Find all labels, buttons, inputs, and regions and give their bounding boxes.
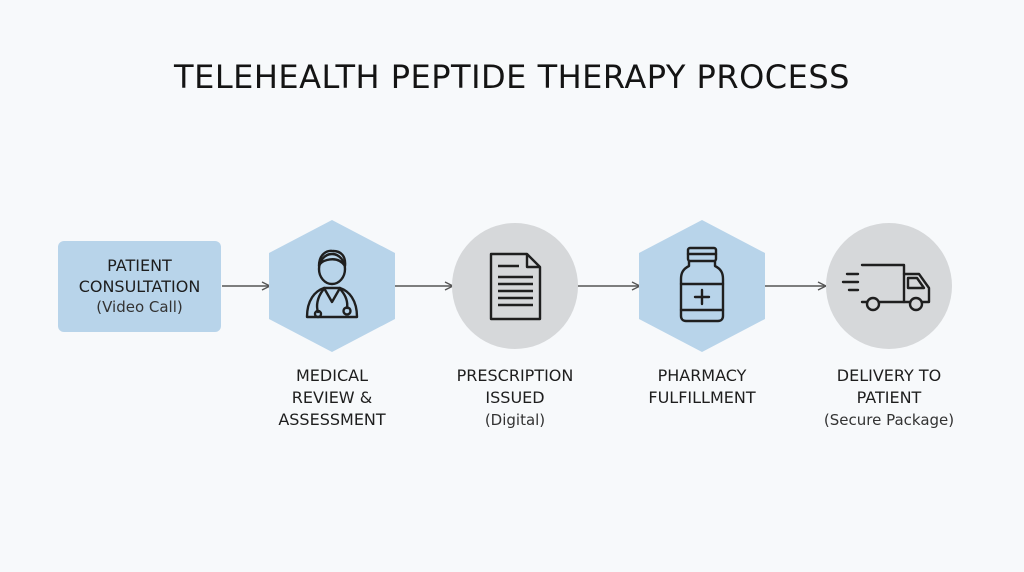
step-5-caption: DELIVERY TO PATIENT (Secure Package) xyxy=(799,365,979,431)
step-3-label-line-2: ISSUED xyxy=(485,388,545,407)
hexagon-shape xyxy=(639,220,765,352)
step-5-label-line-1: DELIVERY TO xyxy=(836,366,942,385)
medicine-bottle-icon xyxy=(679,246,725,323)
circle-shape xyxy=(826,223,952,349)
document-icon xyxy=(489,252,542,321)
hexagon-shape xyxy=(269,220,395,352)
diagram-title: TELEHEALTH PEPTIDE THERAPY PROCESS xyxy=(174,58,850,96)
step-prescription-issued xyxy=(451,222,579,350)
step-1-label-line-1: PATIENT xyxy=(107,256,172,275)
delivery-truck-icon xyxy=(841,263,931,312)
step-delivery-to-patient xyxy=(825,222,953,350)
step-4-label-line-1: PHARMACY xyxy=(657,366,747,385)
step-5-sub-label: (Secure Package) xyxy=(823,411,955,429)
step-4-label-line-2: FULFILLMENT xyxy=(648,388,756,407)
step-medical-review xyxy=(267,220,397,352)
step-pharmacy-fulfillment xyxy=(637,220,767,352)
step-1-label-line-2: CONSULTATION xyxy=(78,277,201,296)
step-2-caption: MEDICAL REVIEW & ASSESSMENT xyxy=(242,365,422,431)
step-patient-consultation: PATIENT CONSULTATION (Video Call) xyxy=(58,241,221,332)
step-5-label-line-2: PATIENT xyxy=(856,388,922,407)
circle-shape xyxy=(452,223,578,349)
step-2-label-line-1: MEDICAL xyxy=(296,366,368,385)
step-2-label-line-3: ASSESSMENT xyxy=(278,410,386,429)
step-3-label-line-1: PRESCRIPTION xyxy=(456,366,574,385)
step-3-caption: PRESCRIPTION ISSUED (Digital) xyxy=(425,365,605,431)
doctor-icon xyxy=(305,249,359,319)
step-3-sub-label: (Digital) xyxy=(484,411,546,429)
step-1-sub-label: (Video Call) xyxy=(96,298,183,316)
step-2-label-line-2: REVIEW & xyxy=(291,388,373,407)
step-4-caption: PHARMACY FULFILLMENT xyxy=(612,365,792,409)
